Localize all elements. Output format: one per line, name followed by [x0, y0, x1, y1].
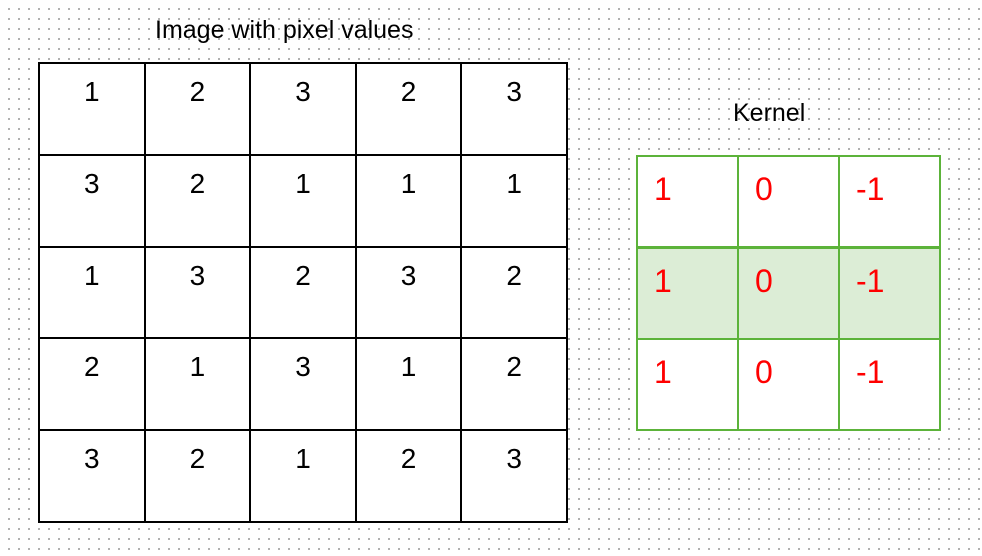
pixel-cell: 2	[251, 247, 357, 340]
pixel-value: 3	[295, 76, 311, 107]
pixel-cell: 3	[462, 431, 568, 523]
kernel-value: -1	[856, 353, 885, 390]
pixel-value: 1	[400, 167, 417, 199]
pixel-cell: 1	[40, 64, 146, 156]
kernel-cell: 0	[739, 339, 840, 431]
pixel-value: 2	[506, 351, 522, 383]
pixel-value: 3	[84, 443, 100, 475]
image-title: Image with pixel values	[155, 16, 414, 44]
pixel-value: 3	[506, 443, 522, 475]
pixel-cell: 2	[145, 64, 252, 156]
kernel-cell: 1	[638, 157, 739, 249]
pixel-cell: 3	[356, 247, 463, 340]
pixel-value: 1	[189, 351, 206, 383]
pixel-cell: 3	[251, 339, 357, 432]
pixel-cell: 1	[356, 155, 463, 248]
pixel-value: 3	[295, 351, 311, 383]
kernel-grid: 1 0 -1 1 0 -1 1 0 -1	[636, 155, 941, 431]
kernel-cell: -1	[840, 339, 941, 431]
kernel-title: Kernel	[733, 99, 806, 127]
kernel-value: -1	[856, 263, 885, 300]
pixel-cell: 3	[145, 247, 252, 340]
image-pixel-grid: 1 2 3 2 3 3 2 1 1 1 1 3 2 3 2 2 1 3 1 2 …	[38, 62, 568, 523]
kernel-value: -1	[856, 171, 885, 207]
pixel-cell: 2	[356, 64, 463, 156]
pixel-value: 3	[189, 259, 206, 291]
pixel-value: 1	[400, 351, 417, 383]
pixel-cell: 1	[251, 431, 357, 523]
pixel-cell: 2	[462, 247, 568, 340]
pixel-cell: 1	[145, 339, 252, 432]
pixel-value: 3	[506, 76, 522, 107]
pixel-value: 2	[506, 259, 522, 291]
kernel-value: 1	[654, 353, 672, 390]
pixel-value: 3	[400, 259, 417, 291]
kernel-cell-highlighted: 0	[739, 248, 840, 340]
kernel-value: 1	[654, 171, 672, 207]
pixel-cell: 2	[145, 431, 252, 523]
pixel-value: 1	[506, 167, 522, 199]
pixel-value: 3	[84, 167, 100, 199]
pixel-cell: 1	[251, 155, 357, 248]
pixel-cell: 3	[40, 155, 146, 248]
pixel-value: 2	[400, 443, 417, 475]
pixel-cell: 3	[462, 64, 568, 156]
kernel-cell: 0	[739, 157, 840, 249]
kernel-value: 0	[755, 353, 773, 390]
pixel-value: 2	[189, 167, 206, 199]
pixel-cell: 2	[462, 339, 568, 432]
pixel-cell: 2	[40, 339, 146, 432]
pixel-cell: 2	[145, 155, 252, 248]
pixel-cell: 1	[462, 155, 568, 248]
pixel-value: 2	[400, 76, 417, 107]
kernel-cell-highlighted: 1	[638, 248, 739, 340]
pixel-value: 1	[84, 76, 100, 107]
pixel-value: 2	[189, 76, 206, 107]
pixel-value: 2	[84, 351, 100, 383]
pixel-cell: 3	[251, 64, 357, 156]
pixel-cell: 3	[40, 431, 146, 523]
pixel-cell: 2	[356, 431, 463, 523]
kernel-cell: -1	[840, 157, 941, 249]
kernel-value: 0	[755, 263, 773, 300]
pixel-value: 2	[189, 443, 206, 475]
pixel-value: 1	[295, 167, 311, 199]
pixel-cell: 1	[40, 247, 146, 340]
kernel-cell: 1	[638, 339, 739, 431]
kernel-value: 0	[755, 171, 773, 207]
kernel-cell-highlighted: -1	[840, 248, 941, 340]
pixel-value: 1	[295, 443, 311, 475]
pixel-cell: 1	[356, 339, 463, 432]
pixel-value: 2	[295, 259, 311, 291]
pixel-value: 1	[84, 259, 100, 291]
kernel-value: 1	[654, 263, 672, 300]
